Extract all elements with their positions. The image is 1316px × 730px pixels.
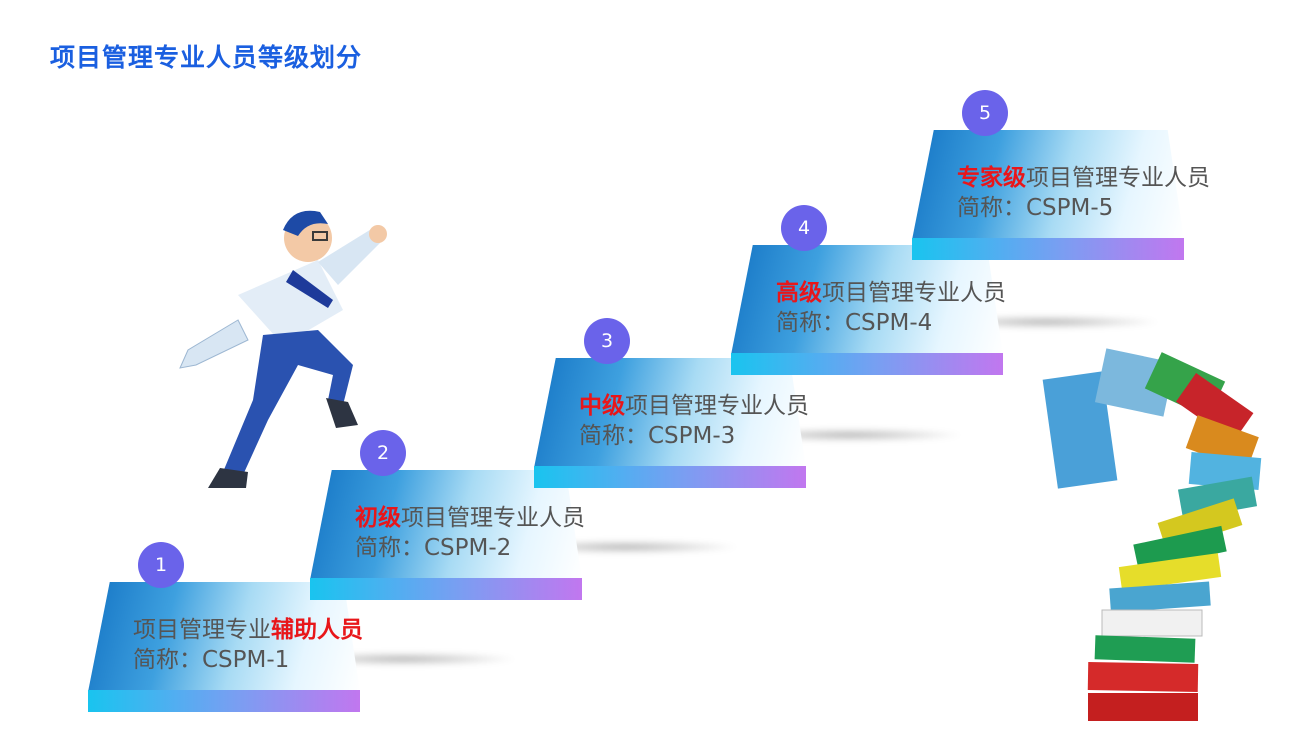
step-number-badge: 4 xyxy=(781,205,827,251)
step-number-badge: 1 xyxy=(138,542,184,588)
level-name-suffix: 项目管理专业人员 xyxy=(1026,165,1210,191)
step-abbreviation: 简称：CSPM-5 xyxy=(957,195,1114,221)
level-name-suffix: 项目管理专业人员 xyxy=(822,280,1006,306)
step-front-edge xyxy=(731,353,1003,375)
level-step-2: 2 初级项目管理专业人员 简称：CSPM-2 xyxy=(310,430,740,600)
step-number-badge: 2 xyxy=(360,430,406,476)
step-top-surface xyxy=(912,130,1184,240)
step-abbreviation: 简称：CSPM-2 xyxy=(355,535,512,561)
step-level-name: 初级项目管理专业人员 xyxy=(355,498,585,532)
step-front-edge xyxy=(912,238,1184,260)
step-front-edge xyxy=(534,466,806,488)
step-front-edge xyxy=(88,690,360,712)
step-level-name: 中级项目管理专业人员 xyxy=(579,386,809,420)
level-name-suffix: 项目管理专业人员 xyxy=(401,505,585,531)
running-man-illustration xyxy=(179,210,387,488)
step-number-badge: 3 xyxy=(584,318,630,364)
level-name-highlight: 中级 xyxy=(579,393,625,419)
level-step-3: 3 中级项目管理专业人员 简称：CSPM-3 xyxy=(534,318,964,488)
step-number-badge: 5 xyxy=(962,90,1008,136)
level-name-prefix: 项目管理专业 xyxy=(133,617,271,643)
step-top-surface xyxy=(731,245,1003,355)
level-name-suffix: 项目管理专业人员 xyxy=(625,393,809,419)
level-name-highlight: 初级 xyxy=(355,505,401,531)
step-abbreviation: 简称：CSPM-1 xyxy=(133,647,290,673)
step-top-surface xyxy=(310,470,582,580)
level-step-1: 1 项目管理专业辅助人员 简称：CSPM-1 xyxy=(88,542,518,712)
step-front-edge xyxy=(310,578,582,600)
step-top-surface xyxy=(88,582,360,692)
level-name-highlight: 辅助人员 xyxy=(271,617,363,643)
level-step-4: 4 高级项目管理专业人员 简称：CSPM-4 xyxy=(731,205,1161,375)
level-name-highlight: 专家级 xyxy=(957,165,1026,191)
level-step-5: 5 专家级项目管理专业人员 简称：CSPM-5 xyxy=(912,90,1210,260)
book-stack-question-mark-illustration xyxy=(1042,348,1262,721)
level-name-highlight: 高级 xyxy=(776,280,822,306)
step-abbreviation: 简称：CSPM-4 xyxy=(776,310,933,336)
step-top-surface xyxy=(534,358,806,468)
slide-title: 项目管理专业人员等级划分 xyxy=(50,43,363,72)
step-abbreviation: 简称：CSPM-3 xyxy=(579,423,736,449)
step-level-name: 高级项目管理专业人员 xyxy=(776,273,1006,307)
step-level-name: 项目管理专业辅助人员 xyxy=(133,610,363,644)
step-level-name: 专家级项目管理专业人员 xyxy=(957,158,1210,192)
